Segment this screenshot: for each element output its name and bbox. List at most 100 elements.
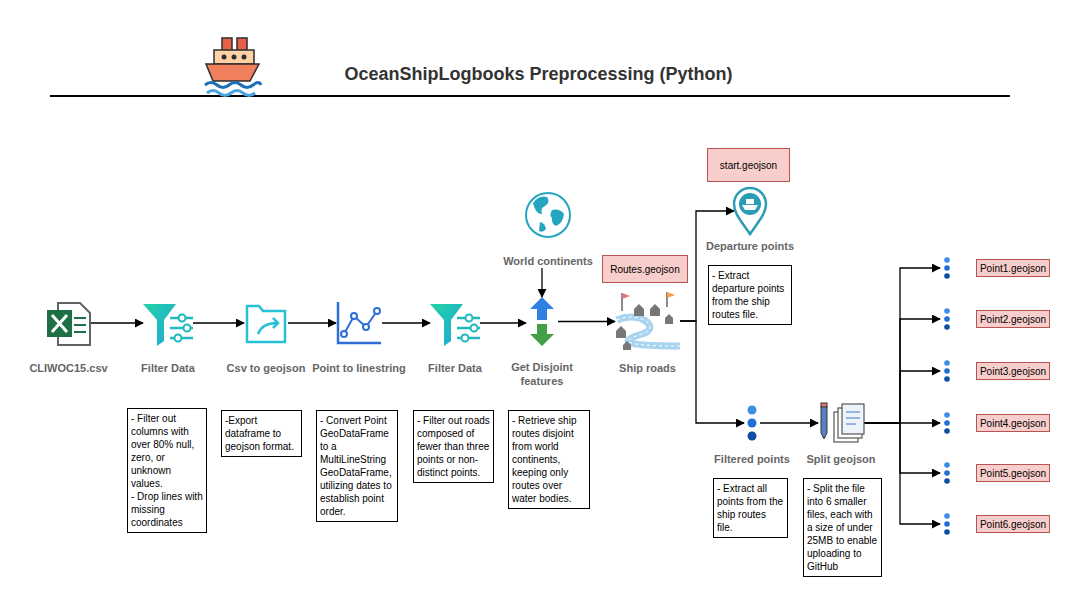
points-icon [944, 360, 950, 366]
filter-icon [179, 315, 186, 322]
points-icon [748, 419, 757, 428]
ship-logo [214, 50, 254, 64]
description-text: - Extract all points from the ship route… [717, 482, 784, 534]
filter-icon [175, 335, 182, 342]
flow-arrow [864, 371, 940, 423]
points-icon [748, 432, 757, 441]
description-text: -Export dataframe to geojson format. [225, 414, 298, 453]
title-rule [50, 95, 1010, 97]
excel-icon [52, 315, 67, 332]
ship-roads-icon [622, 293, 630, 299]
flow-arrow [558, 321, 615, 322]
points-icon [944, 529, 950, 535]
ship-logo [205, 38, 261, 96]
points-icon [944, 257, 950, 263]
line-chart-icon [374, 308, 380, 314]
description-box: - Convert Point GeoDataFrame to a MultiL… [316, 410, 398, 522]
line-chart-icon [363, 324, 369, 330]
flow-arrow [864, 319, 940, 423]
output-file: Point3.geojson [940, 362, 1050, 380]
process-step: Split geojson [818, 403, 864, 443]
flow-arrow [288, 322, 336, 323]
filter-icon [184, 325, 191, 332]
ship-roads-icon [650, 304, 660, 316]
file-name: start.geojson [720, 160, 777, 171]
departure-pin-icon [734, 188, 766, 234]
flow-arrow [680, 321, 744, 423]
filter-icon [143, 304, 176, 346]
split-docs-icon [821, 406, 827, 439]
flow-arrow [541, 268, 542, 297]
excel-icon [47, 303, 90, 345]
ship-roads-icon [665, 314, 673, 324]
points-icon [944, 478, 950, 484]
flow-arrow [864, 268, 940, 423]
output-file: Point1.geojson [940, 259, 1050, 277]
ship-roads-icon [623, 341, 631, 350]
ship-logo [237, 38, 247, 51]
output-file: Point6.geojson [940, 515, 1050, 533]
step-label: Ship roads [619, 361, 676, 375]
line-chart-icon [351, 313, 357, 319]
ship-roads-icon [634, 304, 644, 316]
ship-logo [206, 64, 259, 81]
split-docs-icon [821, 403, 827, 407]
points-icon [944, 376, 950, 382]
folder-export-icon [273, 318, 278, 328]
process-step: Ship roads [615, 292, 680, 350]
step-label: Split geojson [806, 452, 875, 466]
folder-export-icon [247, 306, 285, 342]
description-box: - Filter out columns with over 80% null,… [127, 408, 207, 533]
ship-logo [207, 91, 255, 96]
file-name: Point3.geojson [976, 362, 1050, 380]
step-label: Point to linestring [312, 361, 406, 375]
step-label: World continents [503, 254, 593, 268]
points-icon [944, 273, 950, 279]
line-chart-icon [344, 311, 377, 334]
line-chart-icon [341, 331, 347, 337]
output-file: Routes.geojson [602, 255, 688, 283]
ship-roads-icon [616, 326, 626, 338]
ship-logo [232, 55, 237, 60]
split-docs-icon [821, 403, 864, 442]
ship-logo [242, 55, 247, 60]
points-icon [944, 265, 950, 271]
points-icon [944, 308, 950, 314]
ship-logo [222, 55, 227, 60]
ship-logo [205, 83, 261, 88]
globe-icon [533, 197, 549, 214]
points-icon [944, 412, 950, 418]
flow-arrow [382, 322, 430, 323]
departure-pin-icon [739, 193, 761, 215]
description-text: - Retrieve ship routes disjoint from wor… [512, 414, 586, 505]
flow-arrow [90, 322, 143, 323]
step-label: Get Disjoint features [496, 360, 588, 388]
points-icon [944, 462, 950, 468]
split-docs-icon [846, 412, 860, 424]
step-label: Csv to geojson [227, 361, 306, 375]
process-step: Departure points [734, 188, 766, 234]
points-icon [944, 513, 950, 519]
output-file: Point2.geojson [940, 310, 1050, 328]
diagram-title: OceanShipLogbooks Preprocessing (Python) [0, 64, 1077, 85]
step-label: Filter Data [141, 361, 195, 375]
flow-arrow [864, 423, 940, 473]
points-icon [748, 406, 757, 441]
step-label: Filter Data [428, 361, 482, 375]
description-box: -Export dataframe to geojson format. [221, 410, 302, 457]
description-box: - Filter out roads composed of fewer tha… [413, 410, 494, 483]
disjoint-arrows-icon [530, 297, 554, 320]
ship-roads-icon [667, 292, 675, 298]
process-step: Filtered points [744, 404, 760, 442]
output-file: Point4.geojson [940, 414, 1050, 432]
description-text: - Split the file into 6 smaller files, e… [807, 482, 878, 573]
output-file: start.geojson [707, 148, 790, 182]
globe-icon [551, 210, 565, 227]
filter-icon [466, 315, 473, 322]
description-text: - Filter out roads composed of fewer tha… [417, 414, 490, 479]
step-label: Departure points [706, 239, 794, 253]
departure-pin-icon [746, 199, 754, 204]
points-icon [944, 420, 950, 426]
filter-icon [430, 304, 480, 346]
